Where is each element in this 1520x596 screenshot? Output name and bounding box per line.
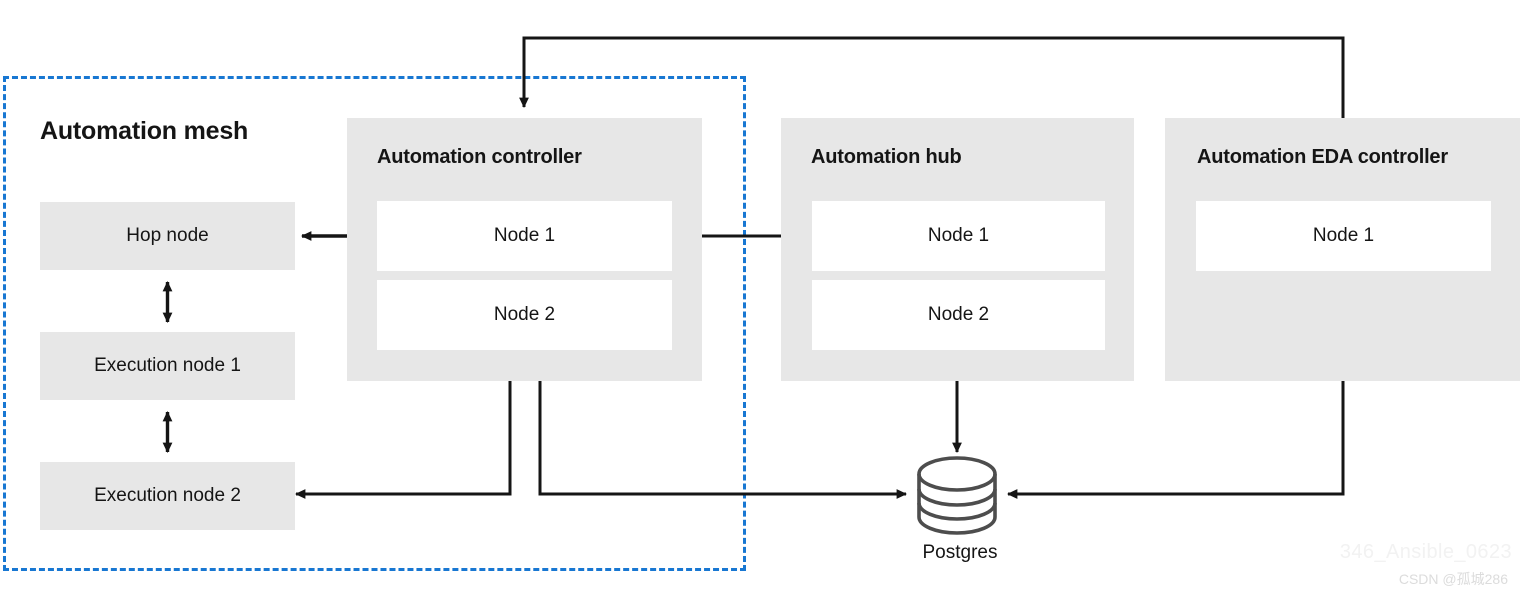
eda-node-1[interactable]: Node 1 (1196, 201, 1491, 271)
mesh-node-execution-node-2[interactable]: Execution node 2 (40, 462, 295, 530)
group-title-automation-controller: Automation controller (377, 146, 582, 168)
wire-eda-to-postgres (1006, 381, 1345, 499)
page-title-automation-mesh: Automation mesh (40, 117, 249, 145)
group-title-automation-hub: Automation hub (811, 146, 962, 168)
hub-node-1[interactable]: Node 1 (812, 201, 1105, 271)
group-automation-eda-controller[interactable]: Automation EDA controller Node 1 (1165, 118, 1520, 381)
controller-node-1[interactable]: Node 1 (377, 201, 672, 271)
group-title-automation-eda-controller: Automation EDA controller (1197, 146, 1448, 168)
database-label-postgres: Postgres (922, 542, 998, 563)
watermark-csdn: CSDN @孤城286 (1398, 571, 1508, 587)
mesh-node-hop-node[interactable]: Hop node (40, 202, 295, 270)
automation-mesh-boundary (3, 76, 746, 571)
mesh-node-execution-node-1[interactable]: Execution node 1 (40, 332, 295, 400)
controller-node-2[interactable]: Node 2 (377, 280, 672, 350)
hub-node-2[interactable]: Node 2 (812, 280, 1105, 350)
database-cylinder-icon (917, 456, 997, 535)
watermark-large: 346_Ansible_0623 (1339, 541, 1512, 563)
group-automation-hub[interactable]: Automation hub Node 1 Node 2 (781, 118, 1134, 381)
group-automation-controller[interactable]: Automation controller Node 1 Node 2 (347, 118, 702, 381)
